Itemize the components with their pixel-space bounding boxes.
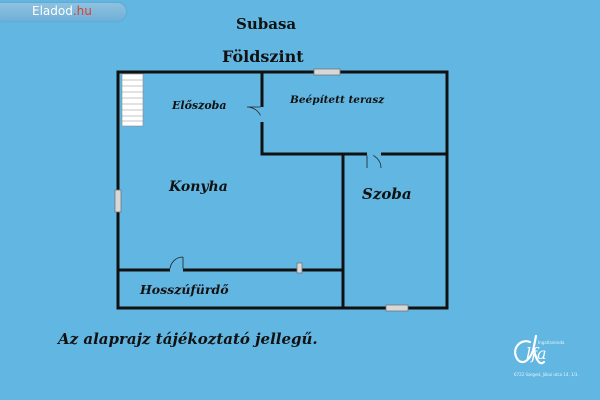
plan-title-line2: Földszint bbox=[222, 47, 304, 66]
room-label-furdo: Hosszúfürdő bbox=[139, 282, 229, 297]
logo-tagline: Ingatlaniroda bbox=[538, 340, 565, 345]
room-label-eloszoba: Előszoba bbox=[171, 99, 227, 112]
door-furdo bbox=[169, 256, 184, 271]
door-szoba bbox=[366, 153, 382, 169]
windows bbox=[114, 68, 409, 312]
disclaimer-text: Az alaprajz tájékoztató jellegű. bbox=[58, 330, 318, 348]
logo-address: 6722 Szeged, Jókai utca 14. 1/3. bbox=[514, 372, 579, 377]
room-label-terasz: Beépített terasz bbox=[289, 94, 385, 106]
plan-title-line1: Subasa bbox=[236, 15, 297, 33]
room-label-szoba: Szoba bbox=[362, 185, 412, 203]
site-badge-text: Eladod.hu bbox=[32, 4, 92, 18]
logo-wordmark: lfa bbox=[526, 344, 547, 363]
window-left bbox=[114, 189, 122, 213]
window-bath bbox=[296, 262, 303, 274]
window-bottom bbox=[385, 304, 409, 312]
site-name: Eladod bbox=[32, 4, 73, 18]
alfa-logo-icon bbox=[514, 334, 546, 365]
door-terasz bbox=[246, 106, 263, 123]
site-badge[interactable]: Eladod.hu bbox=[0, 3, 126, 21]
window-top bbox=[313, 68, 341, 76]
site-tld: .hu bbox=[72, 4, 92, 18]
doors bbox=[169, 106, 382, 272]
staircase bbox=[121, 73, 144, 127]
room-label-konyha: Konyha bbox=[168, 179, 228, 195]
